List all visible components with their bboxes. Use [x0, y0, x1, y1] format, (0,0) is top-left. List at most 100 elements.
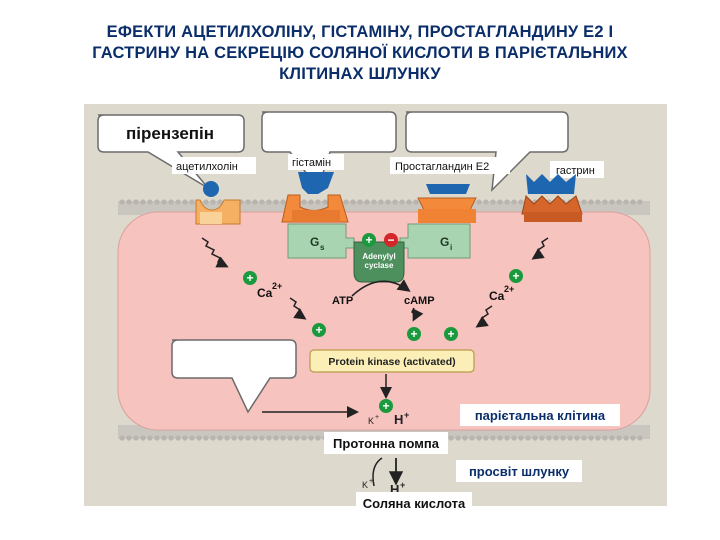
- lipid-head: [637, 199, 643, 205]
- lipid-head: [175, 435, 181, 441]
- minus-gi-badge: [384, 233, 398, 247]
- prostaglandin-ligand: [426, 184, 470, 194]
- proton-pump-label: Протонна помпа: [333, 436, 440, 451]
- camp-arrow: [411, 307, 424, 322]
- lipid-head: [406, 199, 412, 205]
- lipid-head: [133, 199, 139, 205]
- lipid-head: [511, 435, 517, 441]
- lipid-head: [189, 199, 195, 205]
- lipid-head: [595, 435, 601, 441]
- title-line-2: ГАСТРИНУ НА СЕКРЕЦІЮ СОЛЯНОЇ КИСЛОТИ В П…: [92, 44, 628, 62]
- g-protein-i: G i: [399, 223, 471, 259]
- lipid-head: [203, 199, 209, 205]
- lipid-head: [364, 199, 370, 205]
- lipid-head: [546, 435, 552, 441]
- lipid-head: [294, 435, 300, 441]
- enzyme-label-2: cyclase: [365, 261, 394, 270]
- lipid-head: [483, 199, 489, 205]
- stomach-lumen-label: просвіт шлунку: [469, 464, 570, 479]
- lipid-head: [623, 435, 629, 441]
- receptor-label-histamine: гістамін: [292, 157, 331, 169]
- lipid-head: [161, 435, 167, 441]
- lipid-head: [182, 435, 188, 441]
- lipid-head: [616, 199, 622, 205]
- k-out-label: K: [362, 480, 368, 490]
- lipid-head: [259, 435, 265, 441]
- lipid-head: [413, 199, 419, 205]
- receptor-label-gastrin: гастрин: [556, 165, 595, 177]
- plus-gs-badge: [362, 233, 376, 247]
- ca-left-arrow: [289, 297, 307, 320]
- lipid-head: [392, 199, 398, 205]
- minus-gi-sign: −: [387, 233, 394, 247]
- lipid-head: [140, 435, 146, 441]
- lipid-head: [119, 199, 125, 205]
- lipid-head: [182, 199, 188, 205]
- hcl-label: Соляна кислота: [363, 496, 466, 511]
- plus-ca-left-sign: +: [246, 271, 253, 285]
- lipid-head: [399, 199, 405, 205]
- lipid-head: [154, 199, 160, 205]
- title-line-1: ЕФЕКТИ АЦЕТИЛХОЛІНУ, ГІСТАМІНУ, ПРОСТАГЛ…: [106, 23, 614, 41]
- lipid-head: [301, 199, 307, 205]
- lipid-head: [315, 199, 321, 205]
- lipid-head: [483, 435, 489, 441]
- plus-ca-right-badge: [509, 269, 523, 283]
- lipid-head: [308, 435, 314, 441]
- lipid-head: [581, 435, 587, 441]
- lipid-head: [518, 199, 524, 205]
- lipid-head: [147, 435, 153, 441]
- receptor-label-acetylcholine: ацетилхолін: [176, 161, 238, 173]
- lipid-head: [462, 435, 468, 441]
- receptor-label-prostaglandin: Простагландин Е2: [395, 161, 489, 173]
- lipid-head: [371, 199, 377, 205]
- lipid-head: [189, 435, 195, 441]
- g-protein-s: G s: [287, 223, 355, 259]
- lipid-head: [350, 199, 356, 205]
- lipid-head: [532, 435, 538, 441]
- enzyme-label-1: Adenylyl: [362, 252, 395, 261]
- acetylcholine-receptor: [195, 181, 241, 225]
- prostaglandin-receptor: [417, 184, 477, 223]
- atp-label: ATP: [332, 295, 353, 307]
- lipid-head: [616, 435, 622, 441]
- gastrin-receptor: [521, 174, 583, 222]
- lipid-head: [385, 199, 391, 205]
- lipid-head: [280, 199, 286, 205]
- lipid-head: [560, 435, 566, 441]
- plus-pk-left-badge: [312, 323, 326, 337]
- k-in-label: K: [368, 416, 374, 426]
- ach-signal-arrow: [201, 237, 229, 268]
- lipid-head: [504, 435, 510, 441]
- lipid-head: [602, 199, 608, 205]
- plus-pk-right-sign: +: [447, 327, 454, 341]
- lipid-head: [147, 199, 153, 205]
- lipid-head: [119, 435, 125, 441]
- ca-left-label: Ca: [257, 286, 273, 300]
- lipid-head: [126, 199, 132, 205]
- drug-label: пірензепін: [126, 124, 214, 143]
- lipid-head: [539, 435, 545, 441]
- histamine-ligand: [298, 172, 334, 194]
- lipid-head: [469, 435, 475, 441]
- lipid-head: [203, 435, 209, 441]
- ca-right-arrow: [475, 305, 493, 328]
- gs-subscript: s: [320, 243, 325, 252]
- ca-left-charge: 2+: [272, 281, 282, 291]
- lumen-label-bg: [456, 460, 582, 482]
- lipid-head: [476, 435, 482, 441]
- lipid-head: [252, 199, 258, 205]
- lipid-head: [595, 199, 601, 205]
- gi-subscript: i: [450, 243, 452, 252]
- lipid-head: [217, 199, 223, 205]
- lipid-head: [378, 199, 384, 205]
- histamine-receptor: [281, 172, 349, 223]
- lipid-head: [609, 199, 615, 205]
- lipid-head: [175, 199, 181, 205]
- lipid-head: [448, 435, 454, 441]
- lipid-head: [609, 435, 615, 441]
- k-in-charge: +: [375, 414, 379, 421]
- proton-pump-bg: [324, 432, 448, 454]
- lipid-head: [315, 435, 321, 441]
- lipid-head: [245, 435, 251, 441]
